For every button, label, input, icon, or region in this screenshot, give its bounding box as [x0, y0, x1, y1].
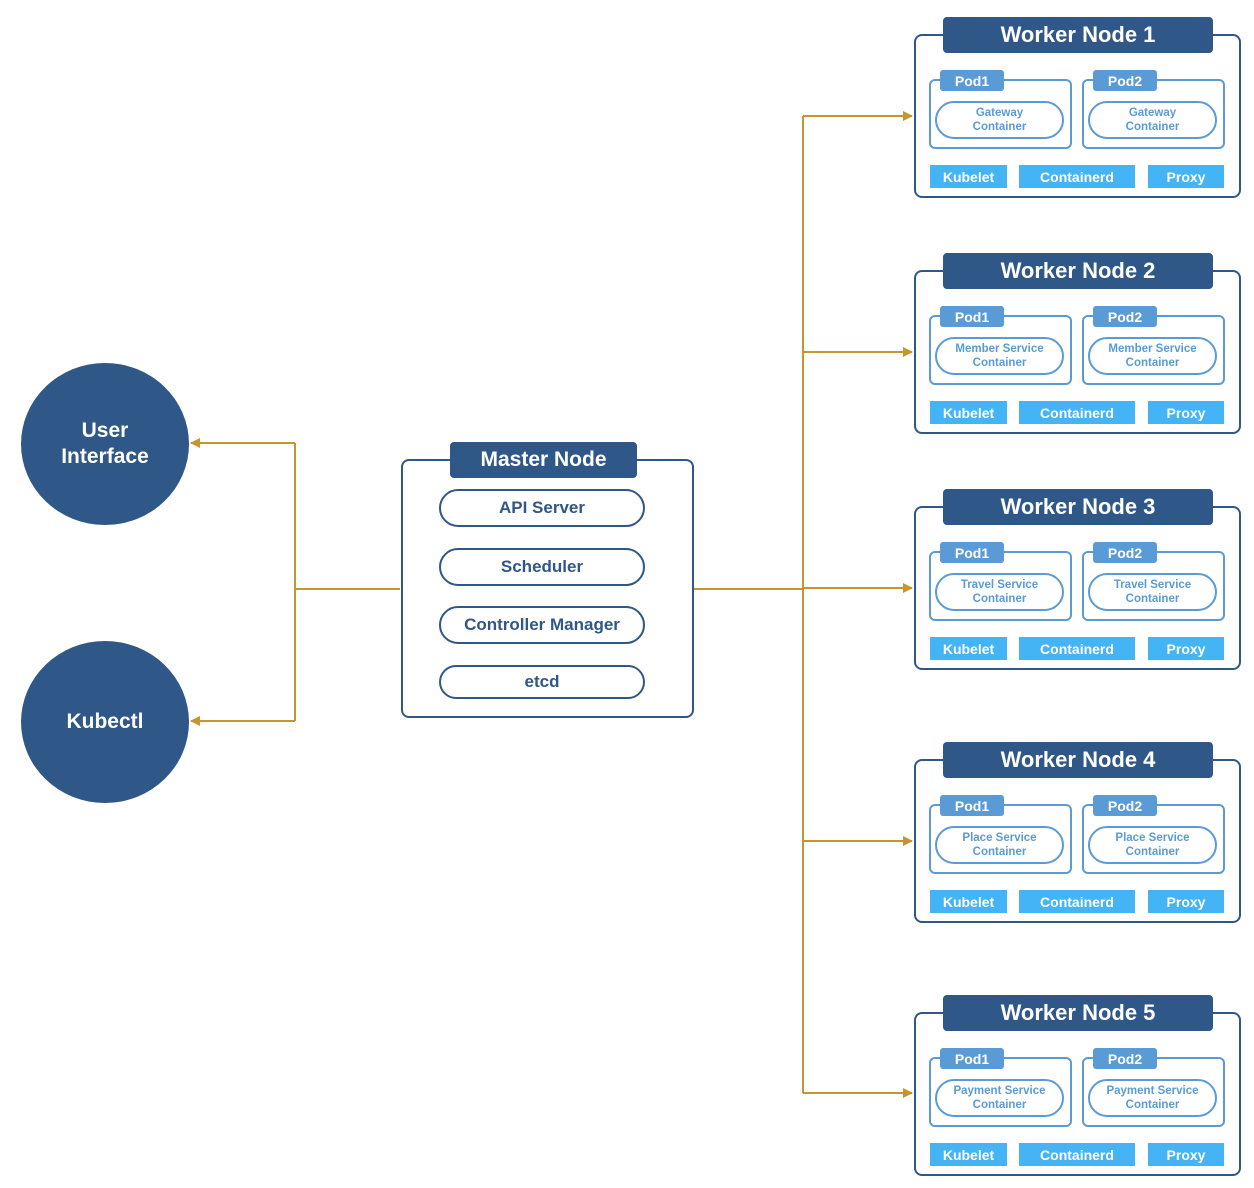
containerd: Containerd	[1019, 1143, 1135, 1166]
user-interface-node: User Interface	[21, 363, 189, 525]
master-node: Master Node API Server Scheduler Control…	[401, 442, 694, 718]
worker-node-3: Worker Node 3 Travel Service Container P…	[914, 489, 1241, 670]
kubelet: Kubelet	[930, 165, 1007, 188]
pod-label: Pod1	[940, 70, 1004, 91]
proxy: Proxy	[1148, 165, 1224, 188]
worker-node-5: Worker Node 5 Payment Service Container …	[914, 995, 1241, 1176]
proxy: Proxy	[1148, 637, 1224, 660]
worker-node-title: Worker Node 3	[943, 489, 1213, 525]
pod-label: Pod1	[940, 306, 1004, 327]
pod-label: Pod1	[940, 542, 1004, 563]
container: Place Service Container	[935, 826, 1064, 864]
pod-label: Pod1	[940, 795, 1004, 816]
kubelet: Kubelet	[930, 637, 1007, 660]
api-server: API Server	[439, 489, 645, 527]
kubelet: Kubelet	[930, 401, 1007, 424]
container: Travel Service Container	[1088, 573, 1217, 611]
proxy: Proxy	[1148, 401, 1224, 424]
scheduler: Scheduler	[439, 548, 645, 586]
pod-2: Place Service Container	[1082, 804, 1225, 874]
proxy: Proxy	[1148, 890, 1224, 913]
container: Gateway Container	[935, 101, 1064, 139]
containerd: Containerd	[1019, 637, 1135, 660]
worker-node-title: Worker Node 1	[943, 17, 1213, 53]
container: Member Service Container	[1088, 337, 1217, 375]
container: Gateway Container	[1088, 101, 1217, 139]
pod-label: Pod2	[1093, 542, 1157, 563]
worker-node-4: Worker Node 4 Place Service Container Po…	[914, 742, 1241, 923]
kubectl-node: Kubectl	[21, 641, 189, 803]
kubelet: Kubelet	[930, 1143, 1007, 1166]
pod-label: Pod2	[1093, 70, 1157, 91]
container: Member Service Container	[935, 337, 1064, 375]
pod-label: Pod2	[1093, 306, 1157, 327]
containerd: Containerd	[1019, 890, 1135, 913]
pod-label: Pod2	[1093, 1048, 1157, 1069]
worker-node-2: Worker Node 2 Member Service Container P…	[914, 253, 1241, 434]
etcd: etcd	[439, 665, 645, 699]
master-node-title: Master Node	[450, 442, 637, 478]
proxy: Proxy	[1148, 1143, 1224, 1166]
containerd: Containerd	[1019, 401, 1135, 424]
pod-label: Pod1	[940, 1048, 1004, 1069]
kubelet: Kubelet	[930, 890, 1007, 913]
worker-node-title: Worker Node 5	[943, 995, 1213, 1031]
container: Payment Service Container	[935, 1079, 1064, 1117]
containerd: Containerd	[1019, 165, 1135, 188]
worker-node-title: Worker Node 4	[943, 742, 1213, 778]
container: Travel Service Container	[935, 573, 1064, 611]
controller-manager: Controller Manager	[439, 606, 645, 644]
pod-label: Pod2	[1093, 795, 1157, 816]
container: Place Service Container	[1088, 826, 1217, 864]
container: Payment Service Container	[1088, 1079, 1217, 1117]
kubectl-label: Kubectl	[66, 710, 144, 733]
user-interface-label: User Interface	[61, 419, 149, 468]
worker-node-title: Worker Node 2	[943, 253, 1213, 289]
worker-node-1: Worker Node 1 Gateway Container Pod1 Gat…	[914, 17, 1241, 198]
pod-2: Payment Service Container	[1082, 1057, 1225, 1127]
